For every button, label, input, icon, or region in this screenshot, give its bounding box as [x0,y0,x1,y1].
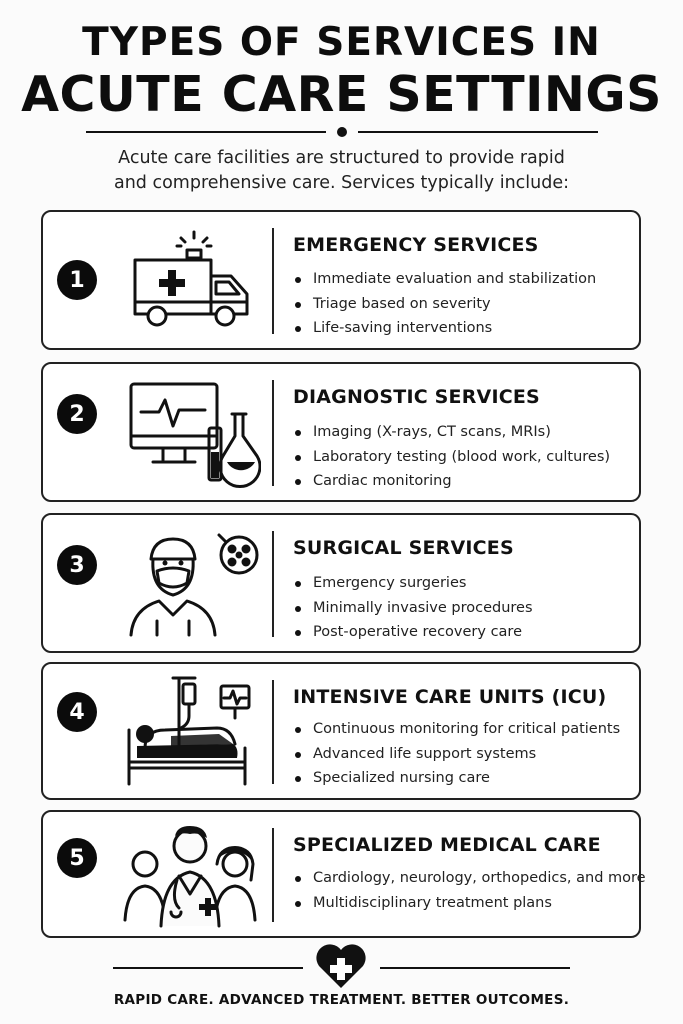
service-card-diagnostic: 2 DIAGNOSTIC SERVICES Imaging (X-rays, C… [41,362,641,502]
intro-line-2: and comprehensive care. Services typical… [113,173,570,193]
service-number-badge: 2 [57,394,97,434]
intro-text: Acute care facilities are structured to … [40,146,643,196]
list-item: Laboratory testing (blood work, cultures… [293,445,610,470]
list-item: Multidisciplinary treatment plans [293,891,646,916]
service-number-badge: 1 [57,260,97,300]
service-title: DIAGNOSTIC SERVICES [293,386,540,408]
page-title-line-1: TYPES OF SERVICES IN [82,20,601,65]
card-divider [272,680,274,784]
intro-line-1: Acute care facilities are structured to … [118,148,565,168]
service-number-badge: 4 [57,692,97,732]
title-divider-right [358,131,598,133]
list-item: Cardiology, neurology, orthopedics, and … [293,866,646,891]
list-item: Post-operative recovery care [293,620,533,645]
list-item: Triage based on severity [293,292,596,317]
service-item-list: Immediate evaluation and stabilization T… [293,267,596,341]
card-divider [272,228,274,334]
ambulance-icon [133,230,249,327]
service-card-surgical: 3 SURGICAL SERVICES Emergency surgeries … [41,513,641,653]
service-title: SURGICAL SERVICES [293,537,514,559]
service-number-badge: 3 [57,545,97,585]
list-item: Cardiac monitoring [293,469,610,494]
surgeon-icon [129,533,259,637]
title-divider-dot [337,127,347,137]
list-item: Emergency surgeries [293,571,533,596]
card-divider [272,828,274,922]
medical-team-icon [123,826,257,928]
footer-tagline: RAPID CARE. ADVANCED TREATMENT. BETTER O… [113,992,570,1008]
service-item-list: Cardiology, neurology, orthopedics, and … [293,866,646,915]
heart-cross-icon [316,944,366,988]
footer-divider-left [113,967,303,969]
service-item-list: Continuous monitoring for critical patie… [293,717,620,791]
service-title: INTENSIVE CARE UNITS (ICU) [293,686,607,708]
list-item: Imaging (X-rays, CT scans, MRIs) [293,420,610,445]
service-card-specialized: 5 SPECIALIZED MEDICAL CARE Cardiology, n… [41,810,646,938]
service-card-emergency: 1 EMERGENCY SERVICES Immediate evaluatio… [41,210,641,350]
service-number-badge: 5 [57,838,97,878]
icu-bed-icon [127,676,251,786]
footer-divider-right [380,967,570,969]
service-title: EMERGENCY SERVICES [293,234,539,256]
card-divider [272,380,274,486]
service-item-list: Imaging (X-rays, CT scans, MRIs) Laborat… [293,420,610,494]
list-item: Minimally invasive procedures [293,596,533,621]
list-item: Immediate evaluation and stabilization [293,267,596,292]
service-item-list: Emergency surgeries Minimally invasive p… [293,571,533,645]
list-item: Life-saving interventions [293,316,596,341]
service-title: SPECIALIZED MEDICAL CARE [293,834,601,856]
list-item: Specialized nursing care [293,766,620,791]
list-item: Advanced life support systems [293,742,620,767]
card-divider [272,531,274,637]
page-title-line-2: ACUTE CARE SETTINGS [21,66,662,123]
service-card-icu: 4 INTENSIVE CARE UNITS (ICU) Continuous … [41,662,641,800]
monitor-lab-icon [129,382,261,488]
title-divider-left [86,131,326,133]
list-item: Continuous monitoring for critical patie… [293,717,620,742]
